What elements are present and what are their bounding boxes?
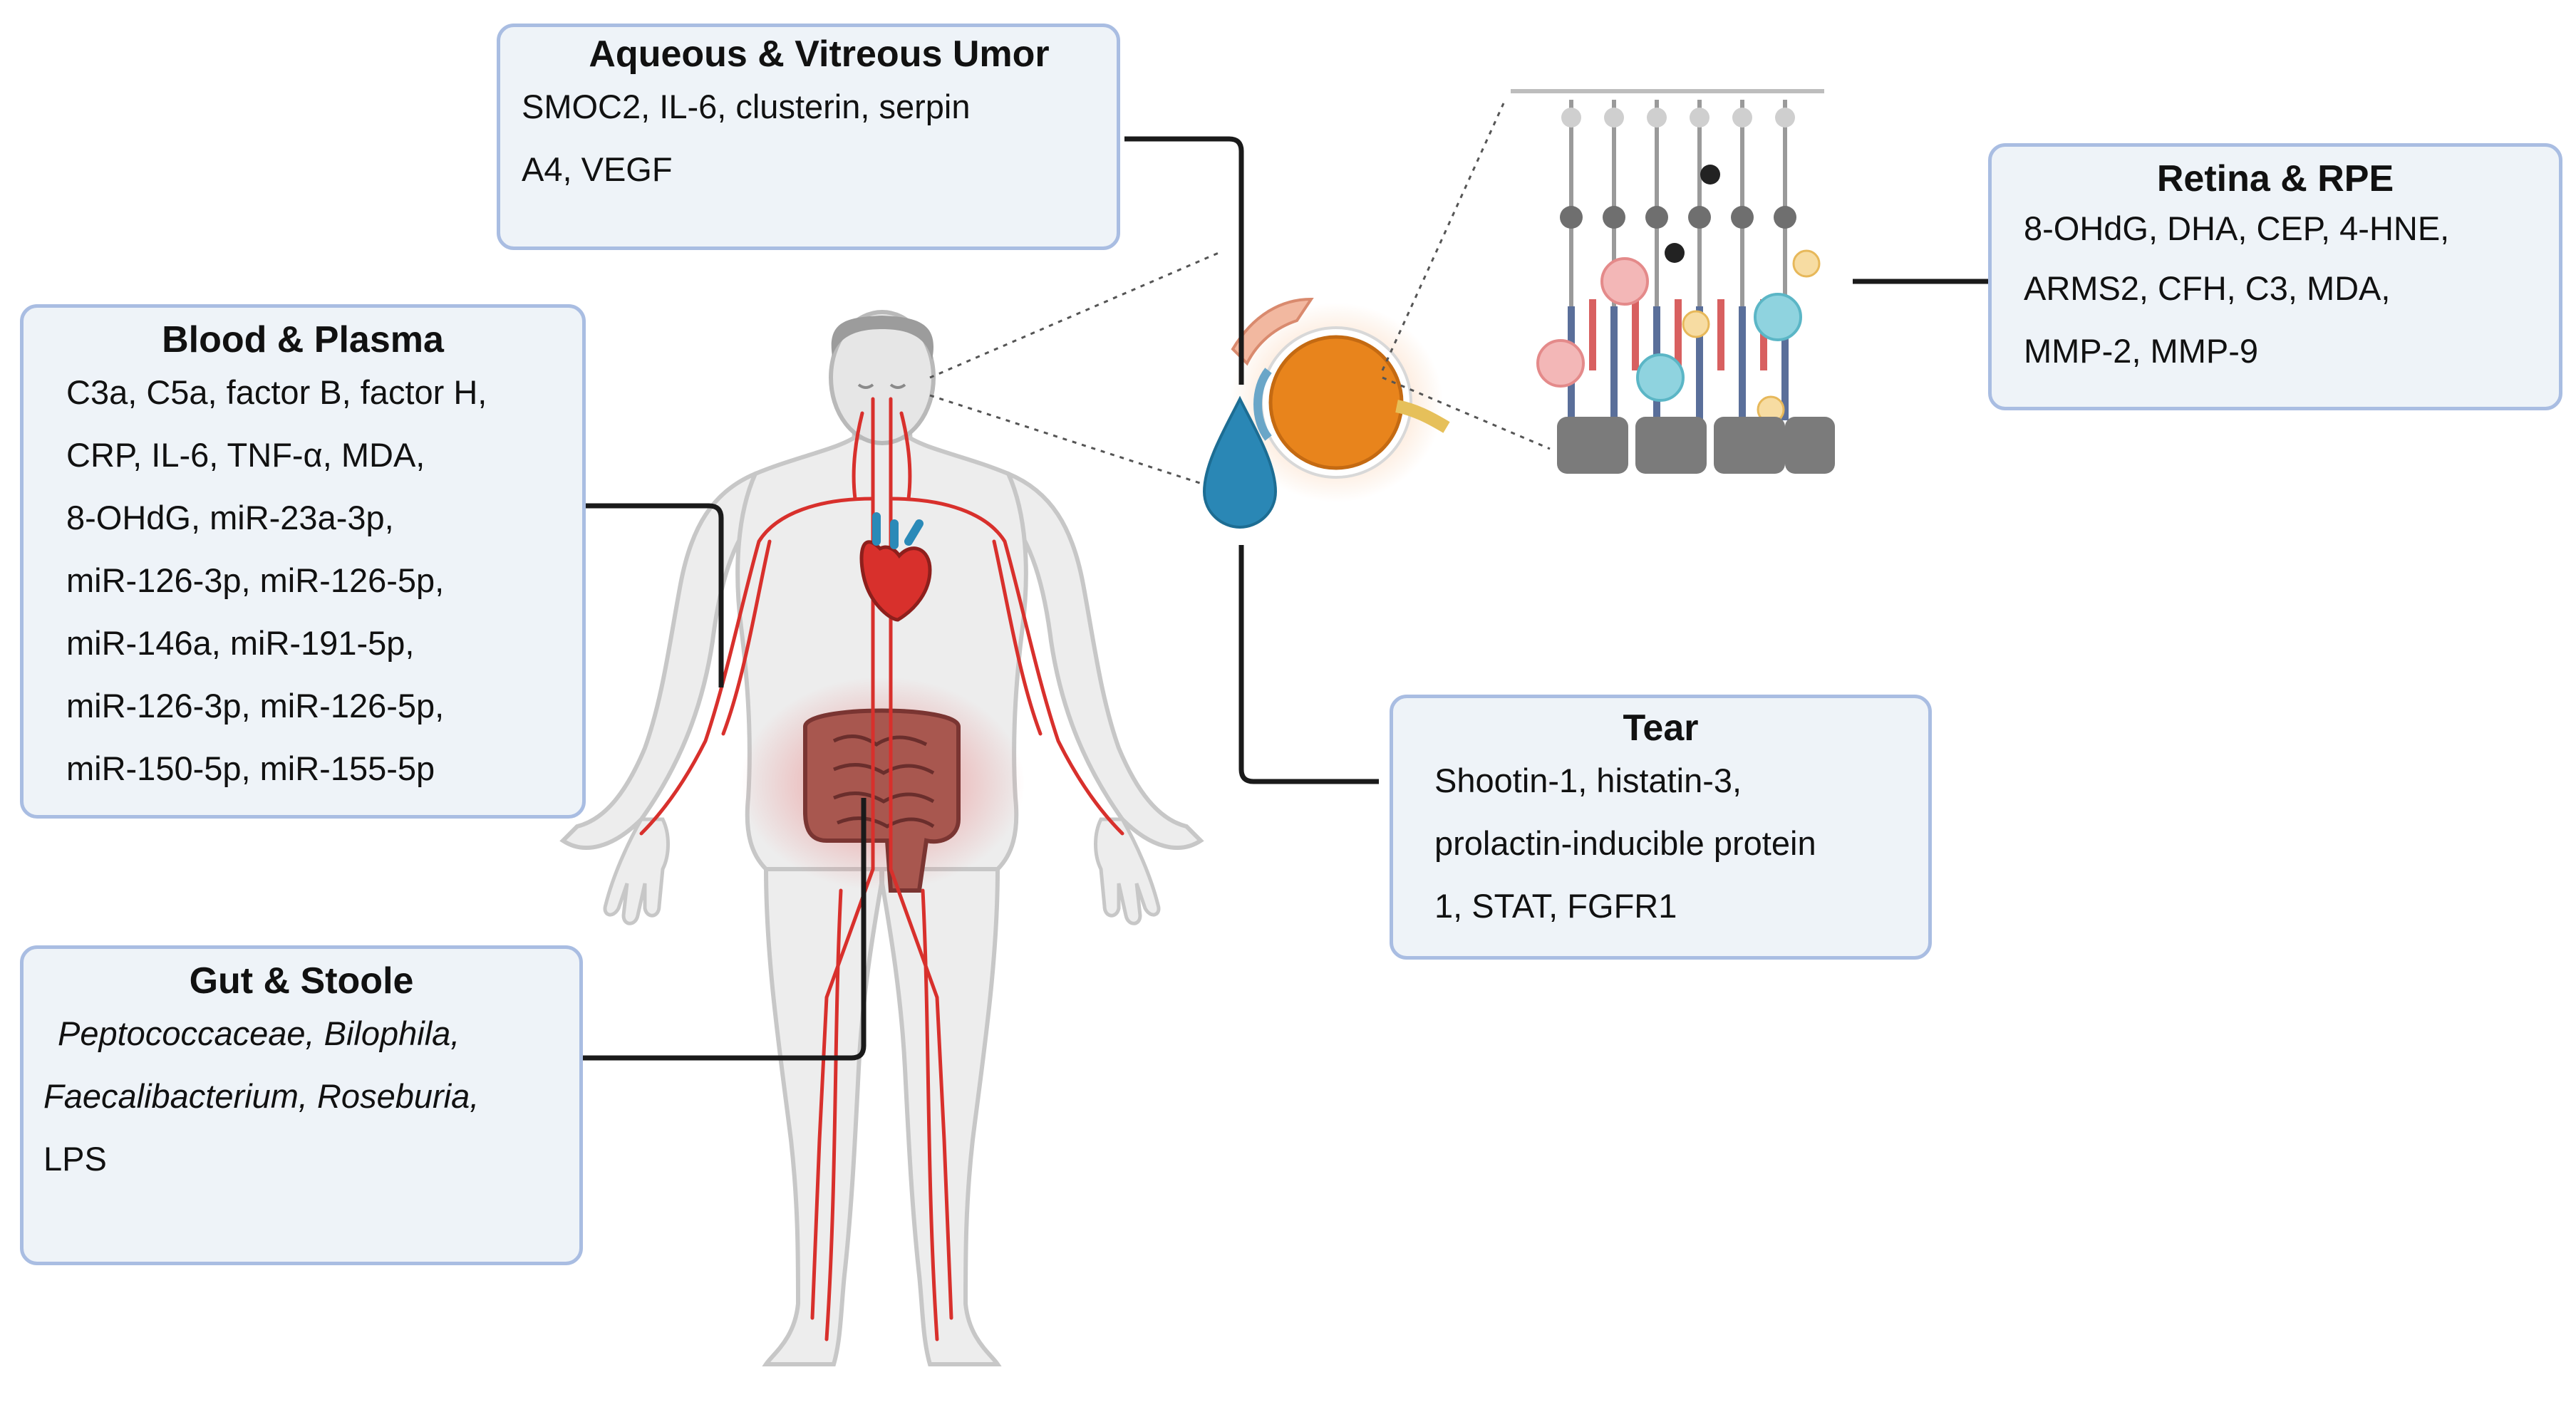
panel-line: Peptococcaceae, Bilophila, (58, 1014, 460, 1052)
panel-line: A4, VEGF (522, 150, 673, 188)
panel-line: miR-126-3p, miR-126-5p, (66, 561, 445, 599)
eyelid (1231, 297, 1314, 366)
panel-line: miR-150-5p, miR-155-5p (66, 749, 435, 787)
panel-title: Tear (1623, 707, 1699, 749)
right-leg (880, 867, 1002, 1366)
panel-line: Faecalibacterium, Roseburia, (43, 1077, 480, 1115)
human-body (559, 310, 1204, 1366)
tear-drop (1202, 395, 1278, 529)
right-eye-closed (889, 383, 906, 389)
panel-gut-stool: Gut & Stoole Peptococcaceae, Bilophila, … (20, 945, 583, 1265)
panel-line: SMOC2, IL-6, clusterin, serpin (522, 88, 971, 125)
eye-illustration (1202, 297, 1450, 529)
panel-line: 1, STAT, FGFR1 (1434, 887, 1677, 925)
head (829, 310, 936, 445)
cornea (1253, 368, 1272, 441)
retina-layers-illustration (1511, 89, 1835, 474)
hair (831, 316, 934, 360)
panel-aqueous-vitreous: Aqueous & Vitreous Umor SMOC2, IL-6, clu… (497, 24, 1120, 250)
panel-line: CRP, IL-6, TNF-α, MDA, (66, 436, 425, 474)
right-hand (1094, 817, 1161, 925)
iris (1268, 335, 1404, 470)
panel-line: miR-126-3p, miR-126-5p, (66, 687, 445, 725)
intestines (803, 708, 961, 893)
panel-tear: Tear Shootin-1, histatin-3, prolactin-in… (1390, 695, 1932, 960)
connector-aqueous (1124, 136, 1244, 385)
zoom-dotted-lines (929, 103, 1551, 486)
optic-nerve (1395, 400, 1450, 433)
heart (859, 512, 932, 622)
connector-lines (583, 136, 1988, 1061)
right-arm (987, 471, 1204, 850)
panel-line: C3a, C5a, factor B, factor H, (66, 373, 487, 411)
panel-line: miR-146a, miR-191-5p, (66, 624, 415, 662)
panel-title: Retina & RPE (2156, 158, 2394, 199)
left-hand (603, 817, 670, 925)
panel-line: 8-OHdG, miR-23a-3p, (66, 499, 394, 536)
panel-line: Shootin-1, histatin-3, (1434, 762, 1742, 799)
panel-retina-rpe: Retina & RPE 8-OHdG, DHA, CEP, 4-HNE, AR… (1988, 143, 2562, 410)
left-eye-closed (857, 383, 874, 389)
panel-line: LPS (43, 1140, 107, 1178)
panel-line: 8-OHdG, DHA, CEP, 4-HNE, (2024, 209, 2450, 247)
panel-title: Aqueous & Vitreous Umor (589, 33, 1050, 75)
connector-gut (583, 798, 867, 1061)
panel-title: Blood & Plasma (162, 319, 444, 360)
connector-blood (586, 503, 724, 687)
panel-line: ARMS2, CFH, C3, MDA, (2024, 269, 2391, 307)
panel-blood-plasma: Blood & Plasma C3a, C5a, factor B, facto… (20, 304, 586, 819)
panel-title: Gut & Stoole (189, 960, 414, 1002)
left-leg (762, 867, 884, 1366)
panel-line: prolactin-inducible protein (1434, 824, 1816, 862)
connector-tear (1238, 545, 1379, 784)
panel-line: MMP-2, MMP-9 (2024, 332, 2258, 370)
